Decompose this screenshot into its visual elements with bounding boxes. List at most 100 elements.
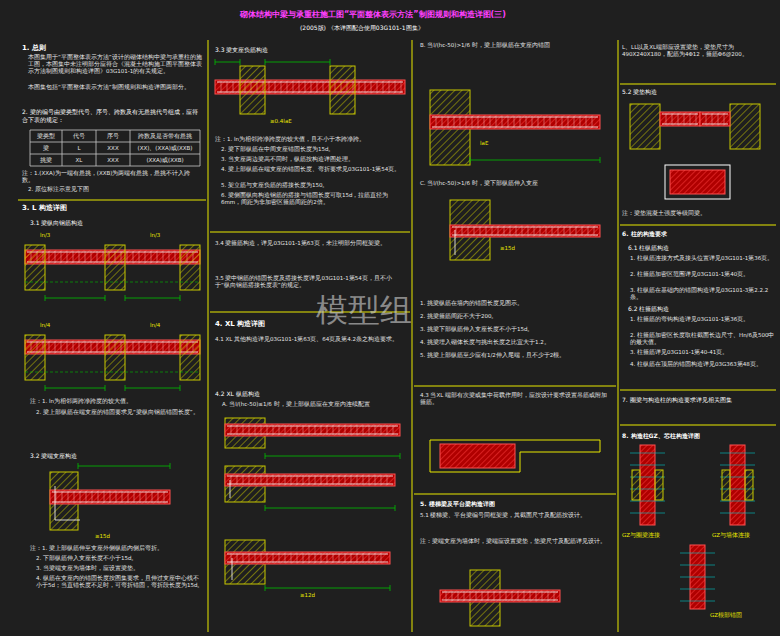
drawing-line: [30, 130, 200, 131]
drawing-line: [480, 226, 481, 236]
drawing-line: [243, 475, 244, 485]
note-text: 注：1.(XXA)为一端有悬挑，(XXB)为两端有悬挑，悬挑不计入跨数。: [22, 170, 202, 184]
drawing-line: [630, 501, 665, 502]
drawing-line: [231, 475, 232, 485]
beam-section: [700, 112, 730, 126]
drawing-line: [45, 388, 105, 389]
drawing-line: [180, 385, 181, 391]
drawing-line: [630, 513, 665, 514]
drawing-line: [45, 295, 46, 301]
drawing-line: [273, 475, 274, 485]
drawing-line: [68, 491, 69, 503]
drawing-line: [116, 491, 117, 503]
drawing-line: [151, 341, 152, 353]
drawing-line: [265, 588, 390, 589]
drawing-line: [30, 166, 200, 167]
note-text: 2. 梁下部纵筋在中间支座锚固长度为15d。: [221, 146, 405, 153]
note-text: 4.3 当XL 端部有次梁或集中荷载作用时，应按设计要求设置吊筋或附加箍筋。: [420, 392, 610, 406]
drawing-line: [588, 226, 589, 236]
note-text: 本图集包括“平面整体表示方法”制图规则和构造详图两部分。: [28, 84, 204, 91]
beam-section: [225, 474, 395, 486]
drawing-line: [73, 341, 74, 353]
drawing-line: [269, 81, 270, 93]
drawing-line: [554, 591, 555, 601]
drawing-line: [227, 434, 398, 435]
drawing-line: [484, 116, 485, 128]
drawing-line: [412, 40, 413, 632]
drawing-line: [472, 116, 473, 128]
drawing-line: [363, 425, 364, 435]
drawing-line: [442, 116, 443, 128]
drawing-line: [718, 113, 719, 125]
drawing-line: [78, 463, 79, 469]
drawing-line: [556, 116, 557, 128]
drawing-line: [62, 130, 63, 166]
note-text: 3.3 梁支座负筋构造: [215, 46, 268, 54]
drawing-line: [620, 225, 776, 226]
drawing-line: [243, 553, 244, 563]
note-text: 2. 原位标注示意见下图: [28, 186, 89, 193]
drawing-line: [261, 425, 262, 435]
drawing-line: [532, 116, 533, 128]
beam-section: [225, 552, 390, 564]
drawing-line: [470, 591, 471, 601]
drawing-line: [103, 251, 104, 263]
drawing-line: [273, 553, 274, 563]
note-text: 2. 梁的编号由梁类型代号、序号、跨数及有无悬挑代号组成，应符合下表的规定：: [22, 108, 202, 123]
drawing-line: [18, 200, 206, 201]
drawing-line: [215, 62, 240, 63]
drawing-line: [375, 553, 376, 563]
drawing-line: [514, 116, 515, 128]
drawing-line: [510, 226, 511, 236]
drawing-line: [720, 453, 755, 454]
drawing-line: [454, 116, 455, 128]
drawing-line: [25, 372, 200, 373]
drawing-line: [281, 81, 282, 93]
drawing-line: [105, 385, 106, 391]
drawing-line: [170, 463, 171, 469]
drawing-line: [231, 425, 232, 435]
wall-support: [632, 470, 640, 500]
drawing-line: [122, 491, 123, 503]
beam-section: [50, 490, 170, 504]
drawing-line: [249, 553, 250, 563]
drawing-line: [145, 341, 146, 353]
drawing-line: [502, 116, 503, 128]
note-text: GZ与圈梁连接: [622, 532, 660, 539]
drawing-line: [562, 116, 563, 128]
drawing-line: [311, 81, 312, 93]
drawing-line: [552, 226, 553, 236]
drawing-line: [582, 226, 583, 236]
drawing-line: [25, 282, 200, 283]
drawing-line: [227, 81, 228, 93]
drawing-line: [265, 508, 395, 509]
drawing-line: [476, 591, 477, 601]
drawing-line: [279, 553, 280, 563]
note-text: 3.5 梁中钢筋的锚固长度及搭接长度详见03G101-1第54页，且不小于“纵向…: [215, 275, 405, 289]
drawing-line: [110, 491, 111, 503]
drawing-line: [128, 491, 129, 503]
drawing-line: [265, 59, 266, 65]
drawing-line: [73, 251, 74, 263]
note-text: 注：1. ln为相邻两跨净跨度的较大值。: [30, 398, 132, 405]
drawing-line: [706, 113, 707, 125]
drawing-line: [200, 130, 201, 166]
drawing-line: [293, 81, 294, 93]
drawing-line: [169, 341, 170, 353]
note-text: 4.1 XL 其他构造详见03G101-1第63页、64页及第4.2条之构造要求…: [215, 336, 405, 343]
drawing-line: [67, 341, 68, 353]
drawing-line: [592, 116, 593, 128]
drawing-line: [381, 475, 382, 485]
note-text: 3. 柱纵筋在基础内的锚固构造详见03G101-3第2.2.2条。: [630, 287, 775, 301]
note-text: 7. 圈梁与构造柱的构造要求详见相关图集: [622, 396, 772, 404]
drawing-line: [680, 601, 715, 602]
drawing-line: [243, 425, 244, 435]
wall-support: [722, 470, 730, 500]
drawing-line: [210, 232, 410, 233]
drawing-line: [180, 295, 181, 301]
drawing-line: [712, 113, 713, 125]
drawing-line: [208, 40, 209, 632]
table-cell: (XXA)或(XXB): [130, 157, 200, 164]
drawing-line: [265, 62, 330, 63]
